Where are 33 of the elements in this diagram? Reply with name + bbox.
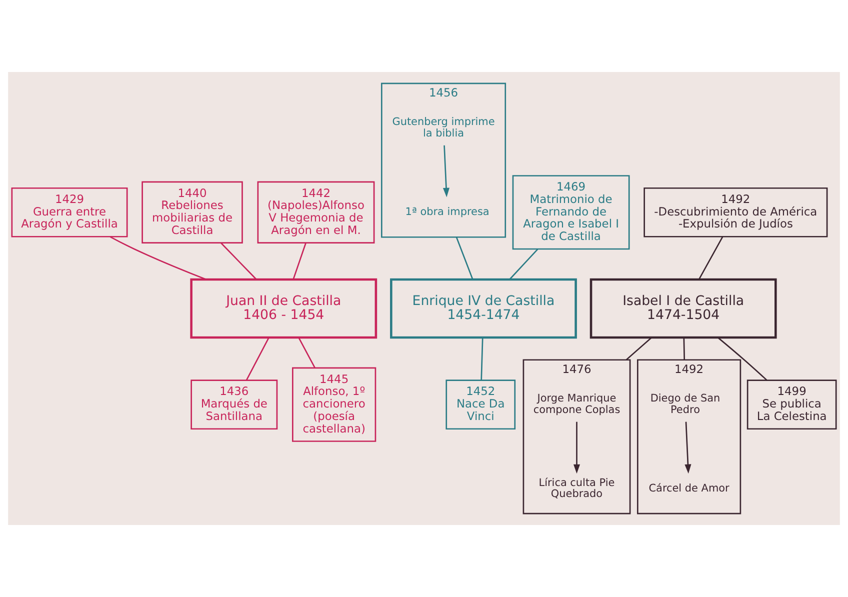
node-box: 1442 (Napoles)Alfonso V Hegemonia de Aragón en el M.	[257, 181, 375, 244]
node-text: 1ª obra impresa	[405, 206, 490, 218]
connector	[298, 337, 316, 368]
node-box: 1436 Marqués de Santillana	[190, 380, 278, 430]
connector	[480, 338, 484, 380]
connector	[220, 242, 257, 280]
node-box: Juan II de Castilla 1406 - 1454	[190, 278, 378, 339]
connector	[626, 337, 652, 360]
arrow	[573, 422, 580, 474]
node-box: 1469 Matrimonio de Fernando de Aragon e Isabel I de Castilla	[512, 175, 630, 250]
connector	[718, 337, 768, 381]
node-box: Isabel I de Castilla 1474-1504	[590, 278, 777, 339]
node-box: 1445 Alfonso, 1º cancionero (poesía castellana)	[292, 367, 376, 442]
arrow	[442, 145, 450, 198]
connector	[509, 248, 538, 280]
connector	[456, 236, 474, 280]
node-box: 1499 Se publica La Celestina	[746, 380, 837, 430]
connector	[683, 338, 686, 360]
node-text: Diego de San Pedro	[650, 392, 720, 416]
node-text: Jorge Manrique compone Coplas	[533, 392, 620, 416]
node-text: Lírica culta Pie Quebrado	[538, 476, 615, 500]
connector	[246, 337, 270, 380]
connector	[110, 236, 206, 280]
connector	[698, 236, 724, 280]
node-box: 1440 Rebeliones mobiliarias de Castilla	[142, 181, 243, 244]
connector	[292, 242, 306, 280]
arrow	[684, 422, 692, 474]
node-box: Enrique IV de Castilla 1454-1474	[390, 278, 577, 339]
node-box: 1492 -Descubrimiento de América -Expulsión de Judíos	[644, 187, 828, 238]
node-box: 1429 Guerra entre Aragón y Castilla	[11, 187, 128, 238]
node-text: Gutenberg imprime la biblia	[392, 116, 495, 140]
node-text: Cárcel de Amor	[648, 482, 730, 494]
node-box: 1452 Nace Da Vinci	[446, 380, 516, 430]
